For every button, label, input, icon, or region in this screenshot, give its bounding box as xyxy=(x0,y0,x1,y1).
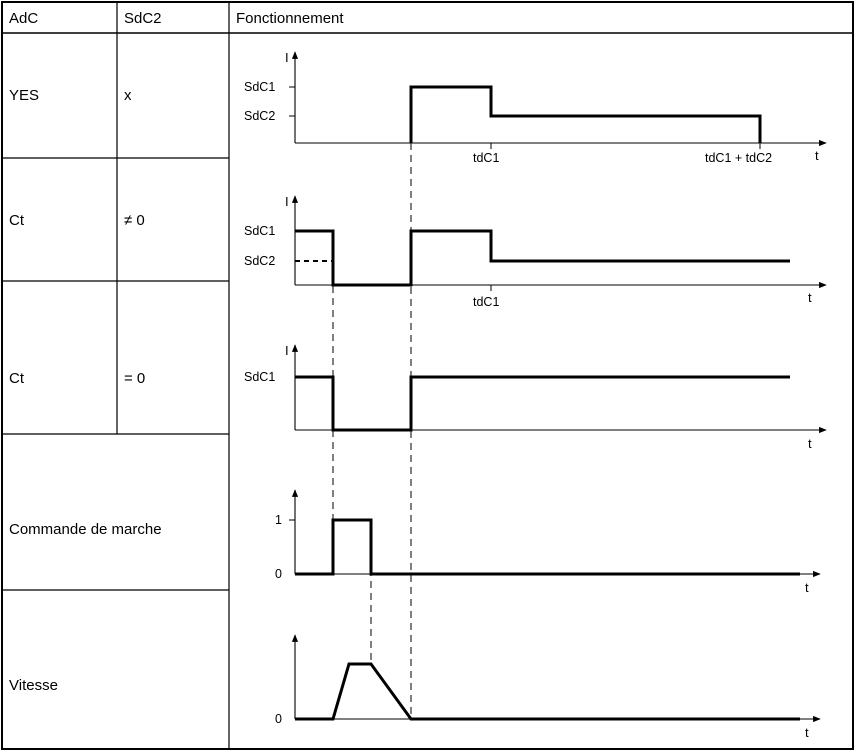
graph-4: 1 0 t xyxy=(275,489,821,595)
row4-label: Commande de marche xyxy=(9,521,162,538)
row3-sdc2: = 0 xyxy=(124,370,145,387)
row2-adc: Ct xyxy=(9,212,25,229)
row5-label: Vitesse xyxy=(9,677,58,694)
graph-1: I SdC1 SdC2 tdC1 tdC1 + tdC2 t xyxy=(244,50,827,165)
g5-x-label: t xyxy=(805,725,809,740)
g3-current-curve xyxy=(295,375,790,432)
g1-mark-tdc1: tdC1 xyxy=(473,151,499,165)
g2-mark-tdc1: tdC1 xyxy=(473,295,499,309)
g2-level-sdc1: SdC1 xyxy=(244,224,275,238)
row3-adc: Ct xyxy=(9,370,25,387)
g4-level-1: 1 xyxy=(275,513,282,527)
g1-current-curve xyxy=(409,85,762,143)
g3-y-label: I xyxy=(285,343,289,358)
header-adc: AdC xyxy=(9,10,38,27)
graph-2: I SdC1 SdC2 tdC1 t xyxy=(244,194,827,309)
header-fonctionnement: Fonctionnement xyxy=(236,10,344,27)
g2-x-label: t xyxy=(808,290,812,305)
g1-x-label: t xyxy=(815,148,819,163)
g1-mark-tdc1-tdc2: tdC1 + tdC2 xyxy=(705,151,772,165)
g1-level-sdc1: SdC1 xyxy=(244,80,275,94)
g1-y-label: I xyxy=(285,50,289,65)
row1-sdc2: x xyxy=(124,87,132,104)
row1-adc: YES xyxy=(9,87,39,104)
g2-current-curve xyxy=(295,229,790,287)
g4-x-label: t xyxy=(805,580,809,595)
g3-level-sdc1: SdC1 xyxy=(244,370,275,384)
header-sdc2: SdC2 xyxy=(124,10,162,27)
g4-level-0: 0 xyxy=(275,567,282,581)
g2-y-label: I xyxy=(285,194,289,209)
g5-speed-curve xyxy=(295,662,800,721)
g4-command-curve xyxy=(295,518,800,576)
g5-level-0: 0 xyxy=(275,712,282,726)
row2-sdc2: ≠ 0 xyxy=(124,212,145,229)
timing-guides xyxy=(332,143,412,719)
graph-5: 0 t xyxy=(275,634,821,740)
g3-x-label: t xyxy=(808,436,812,451)
graph-3: I SdC1 t xyxy=(244,343,827,451)
g1-level-sdc2: SdC2 xyxy=(244,109,275,123)
g2-level-sdc2: SdC2 xyxy=(244,254,275,268)
